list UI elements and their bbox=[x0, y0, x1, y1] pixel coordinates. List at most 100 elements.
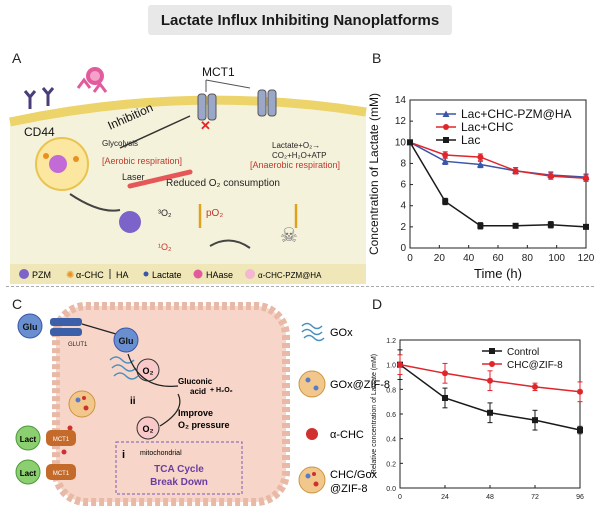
series-line bbox=[409, 141, 587, 179]
block-x-icon: ✕ bbox=[200, 118, 211, 133]
equation-line-1: Lactate+O₂→ bbox=[272, 141, 320, 150]
panel-divider bbox=[6, 286, 594, 287]
data-point bbox=[397, 361, 403, 368]
panel-d-letter: D bbox=[372, 296, 383, 312]
legend-chc-gox-line-2: @ZIF-8 bbox=[330, 483, 367, 495]
y-tick-label: 0.2 bbox=[386, 461, 396, 468]
mitochondria-box bbox=[115, 441, 243, 495]
chc-molecule-icon bbox=[61, 449, 67, 455]
mct1-pointer bbox=[205, 79, 251, 92]
legend-gox: GOx bbox=[330, 327, 353, 339]
gox-legend-icon bbox=[301, 322, 325, 342]
x-axis-label: Time (h) bbox=[474, 266, 522, 281]
improve-line-2: O₂ pressure bbox=[178, 420, 230, 430]
legend-marker bbox=[489, 348, 495, 354]
data-point bbox=[477, 222, 484, 229]
series-line bbox=[409, 141, 587, 178]
cycle-arrow bbox=[69, 193, 121, 212]
mct1-transporter-icon bbox=[46, 430, 76, 446]
aerobic-label: [Aerobic respiration] bbox=[102, 156, 182, 166]
panel-c-letter: C bbox=[12, 296, 23, 312]
inhibition-arrow bbox=[119, 115, 191, 149]
laser-label: Laser bbox=[122, 172, 145, 182]
legend-label: Lac+CHC-PZM@HA bbox=[461, 107, 572, 121]
legend-marker bbox=[442, 110, 450, 117]
data-point bbox=[442, 370, 448, 377]
data-point bbox=[547, 221, 554, 228]
equation-line-2: CO₂+H₂O+ATP bbox=[272, 151, 327, 160]
data-point bbox=[532, 383, 538, 390]
y-tick-label: 12 bbox=[395, 116, 407, 127]
legend-label: CHC@ZIF-8 bbox=[507, 360, 563, 371]
legend-chc-gox-line-1: CHC/Gox bbox=[330, 469, 378, 481]
data-point bbox=[487, 377, 493, 384]
oxygen-molecule-icon bbox=[136, 416, 160, 440]
x-tick-label: 0 bbox=[398, 494, 402, 501]
y-tick-label: 0.4 bbox=[386, 437, 396, 444]
y-tick-label: 0.8 bbox=[386, 387, 396, 394]
data-point bbox=[487, 409, 493, 416]
cd44-receptor-icon bbox=[23, 87, 55, 109]
gluconic-line-2: acid bbox=[190, 387, 206, 396]
legend-marker bbox=[443, 137, 449, 143]
tca-line-2: Break Down bbox=[150, 477, 208, 488]
y-tick-label: 0.6 bbox=[386, 412, 396, 419]
panel-a-diagram: CD44 MCT1 ✕ Inhibition Glycolysis [Aerob… bbox=[9, 65, 367, 284]
data-point bbox=[442, 394, 448, 401]
lact-label-2: Lact bbox=[20, 469, 37, 478]
data-point bbox=[577, 388, 583, 395]
reaction-arrow bbox=[159, 393, 181, 427]
data-point bbox=[577, 427, 583, 434]
step-ii-label: ii bbox=[130, 396, 136, 407]
legend-chc: α-CHC bbox=[76, 270, 104, 280]
singlet-o2-label: ¹O₂ bbox=[158, 242, 172, 252]
x-tick-label: 60 bbox=[492, 253, 504, 264]
mct1-label: MCT1 bbox=[202, 65, 235, 79]
y-tick-label: 0 bbox=[400, 243, 406, 254]
panel-b-letter: B bbox=[372, 50, 382, 66]
x-tick-label: 80 bbox=[522, 253, 534, 264]
panel-a-letter: A bbox=[12, 50, 22, 66]
po2-label: pO₂ bbox=[206, 208, 223, 219]
cell-interior bbox=[10, 100, 366, 264]
y-tick-label: 10 bbox=[395, 137, 407, 148]
x-tick-label: 72 bbox=[531, 494, 539, 501]
legend-haase: HAase bbox=[206, 270, 233, 280]
figure-title: Lactate Influx Inhibiting Nanoplatforms bbox=[148, 5, 452, 35]
x-tick-label: 40 bbox=[463, 253, 475, 264]
legend-marker bbox=[443, 124, 449, 130]
data-point bbox=[442, 198, 449, 205]
haase-legend-icon bbox=[193, 269, 203, 279]
data-point bbox=[441, 157, 449, 165]
x-tick-label: 48 bbox=[486, 494, 494, 501]
chc-gox-zif8-particle-icon bbox=[68, 390, 96, 418]
y-tick-label: 1.0 bbox=[386, 363, 396, 370]
transport-arrow bbox=[81, 323, 117, 335]
cycle-arrow bbox=[209, 239, 251, 249]
glut1-transporter-icon bbox=[50, 318, 82, 336]
chc-gox-zif8-legend-icon bbox=[298, 466, 326, 494]
pzm-legend-icon bbox=[19, 269, 29, 279]
y-tick-label: 2 bbox=[400, 222, 406, 233]
data-point bbox=[476, 160, 484, 168]
o2-label-upper: O₂ bbox=[143, 366, 154, 376]
mct1-transporter-icon bbox=[46, 464, 76, 480]
legend-label: Lac bbox=[461, 133, 480, 147]
cell-body bbox=[52, 302, 290, 506]
step-i-label: i bbox=[122, 449, 125, 461]
legend-pzm: PZM bbox=[32, 270, 51, 280]
anaerobic-label: [Anaerobic respiration] bbox=[250, 160, 340, 170]
lact-label-1: Lact bbox=[20, 435, 37, 444]
x-tick-label: 20 bbox=[434, 253, 446, 264]
gox-enzyme-icon bbox=[109, 356, 139, 380]
nanoplatform-legend-icon bbox=[245, 269, 255, 279]
glut1-label: GLUT1 bbox=[68, 342, 88, 348]
data-point bbox=[477, 154, 484, 161]
y-tick-label: 1.2 bbox=[386, 338, 396, 345]
x-tick-label: 96 bbox=[576, 494, 584, 501]
data-point bbox=[583, 175, 589, 182]
cell-membrane bbox=[9, 95, 367, 127]
legend-ha: HA bbox=[116, 270, 129, 280]
legend-strip bbox=[10, 264, 366, 284]
skull-icon: ☠ bbox=[280, 225, 298, 247]
